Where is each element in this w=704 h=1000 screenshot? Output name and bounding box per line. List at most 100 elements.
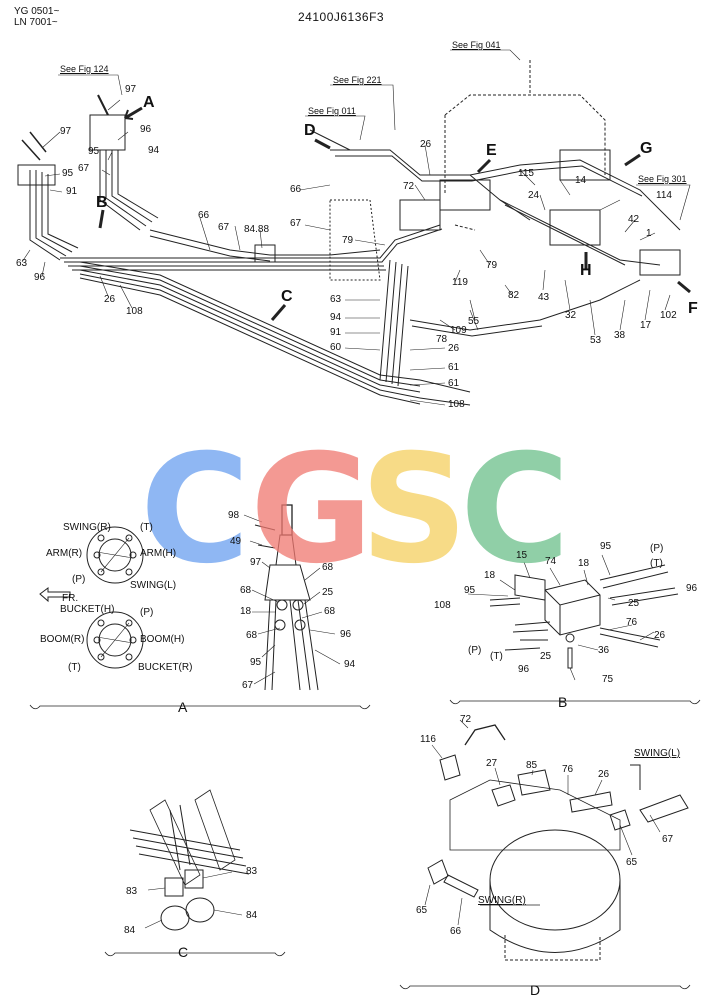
arrow-label-e: E [486, 142, 497, 159]
part-number: 96 [518, 664, 530, 675]
ref-fig-221[interactable]: See Fig 221 [333, 75, 382, 85]
part-number: 66 [198, 210, 210, 221]
part-number: 108 [434, 600, 451, 611]
arrow-a [124, 106, 143, 120]
part-number: 26 [420, 139, 432, 150]
arrow-c [270, 304, 287, 321]
part-code: 24100J6136F3 [298, 10, 385, 24]
swing-l-label: SWING(L) [634, 748, 681, 759]
part-number: 26 [598, 769, 610, 780]
part-number: 61 [448, 362, 460, 373]
port-label: (T) [140, 522, 153, 533]
part-number: 61 [448, 378, 460, 389]
part-number: 43 [538, 292, 550, 303]
part-number: 119 [452, 277, 468, 288]
arrow-b [98, 209, 105, 229]
port-label: BUCKET(H) [60, 604, 115, 615]
part-number: 108 [448, 399, 465, 410]
port-label: BOOM(H) [140, 634, 185, 645]
part-number: 76 [562, 764, 574, 775]
part-number: 67 [662, 834, 674, 845]
part-number: 76 [626, 617, 638, 628]
part-number: 25 [628, 598, 640, 609]
part-number: 68 [240, 585, 252, 596]
detail-b-drawing [449, 554, 701, 705]
port-label: SWING(L) [130, 580, 177, 591]
part-number: 84 [246, 910, 258, 921]
port-label: (P) [650, 543, 664, 554]
detail-b-caption: B [558, 694, 568, 710]
part-number: 27 [486, 758, 498, 769]
part-number: 82 [508, 290, 520, 301]
arrow-label-g: G [640, 140, 653, 157]
detail-c-caption: C [178, 944, 189, 960]
part-number: 72 [460, 714, 472, 725]
watermark-letter-c2: C [460, 423, 571, 597]
part-number: 75 [602, 674, 614, 685]
part-number: 42 [628, 214, 640, 225]
detail-c-drawing [104, 789, 286, 957]
part-number: 97 [125, 84, 137, 95]
part-number: 15 [516, 550, 528, 561]
part-number: 68 [322, 562, 334, 573]
part-number: 95 [62, 168, 74, 179]
ref-fig-011[interactable]: See Fig 011 [308, 106, 356, 116]
part-number: 66 [450, 926, 462, 937]
port-label: (P) [140, 607, 154, 618]
arrow-label-c: C [281, 288, 293, 305]
port-label: BOOM(R) [40, 634, 85, 645]
part-number: 114 [656, 190, 672, 201]
part-number: 55 [468, 316, 480, 327]
part-number: 96 [140, 124, 152, 135]
part-number: 49 [230, 536, 242, 547]
part-number: 84.88 [244, 224, 270, 235]
part-number: 67 [290, 218, 302, 229]
part-number: 24 [528, 190, 540, 201]
port-label: BUCKET(R) [138, 662, 193, 673]
ref-fig-124[interactable]: See Fig 124 [60, 64, 109, 74]
detail-a-caption: A [178, 699, 188, 715]
part-number: 17 [640, 320, 652, 331]
model-line-2: LN 7001~ [14, 17, 58, 28]
part-number: 67 [218, 222, 230, 233]
part-number: 79 [342, 235, 354, 246]
part-number: 96 [34, 272, 46, 283]
part-number: 79 [486, 260, 498, 271]
part-number: 25 [322, 587, 334, 598]
arrow-label-d: D [304, 122, 316, 139]
main-hose-bundle [79, 261, 421, 405]
arrow-label-a: A [143, 94, 155, 111]
port-label: (T) [68, 662, 81, 673]
ref-fig-041[interactable]: See Fig 041 [452, 40, 501, 50]
part-number: 97 [60, 126, 72, 137]
watermark-letter-s: S [360, 423, 469, 597]
part-number: 85 [526, 760, 538, 771]
port-label: (P) [72, 574, 86, 585]
arrow-label-b: B [96, 194, 108, 211]
port-label: (T) [490, 651, 503, 662]
part-number: 109 [450, 325, 467, 336]
part-number: 26 [448, 343, 460, 354]
part-number: 95 [600, 541, 612, 552]
model-line-1: YG 0501~ [14, 6, 60, 17]
part-number: 74 [545, 556, 557, 567]
part-number: 26 [104, 294, 116, 305]
arrow-f [677, 280, 691, 294]
port-label: (P) [468, 645, 482, 656]
ref-fig-301[interactable]: See Fig 301 [638, 174, 687, 184]
part-number: 25 [540, 651, 552, 662]
part-number: 1 [646, 228, 652, 239]
port-label: (T) [650, 558, 663, 569]
part-number: 83 [246, 866, 258, 877]
part-number: 115 [518, 168, 534, 179]
port-label: ARM(H) [140, 548, 177, 559]
part-number: 36 [598, 645, 610, 656]
part-number: 65 [626, 857, 638, 868]
watermark-letter-c1: C [140, 423, 251, 597]
part-number: 18 [578, 558, 590, 569]
part-number: 26 [654, 630, 666, 641]
part-number: 53 [590, 335, 602, 346]
part-number: 18 [484, 570, 496, 581]
part-number: 96 [686, 583, 698, 594]
